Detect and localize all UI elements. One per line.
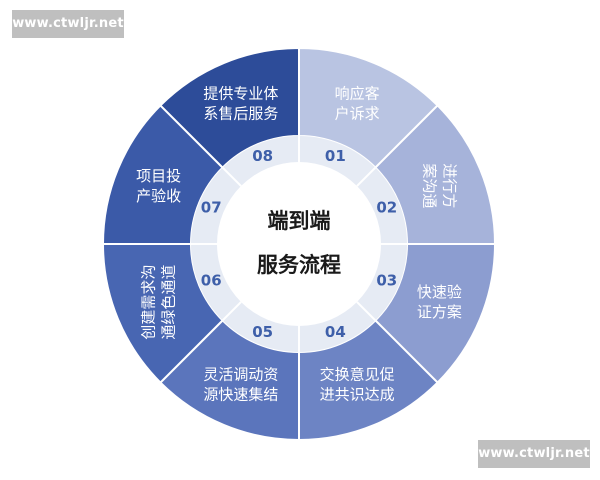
- step-label-line: 项目投: [136, 167, 181, 185]
- step-label-line: 产验收: [136, 187, 181, 205]
- inner-separator: [356, 166, 377, 187]
- step-label-line: 案沟通: [420, 163, 438, 208]
- center-title-line1: 端到端: [268, 209, 331, 233]
- step-number-07: 07: [201, 199, 222, 217]
- step-label-line: 提供专业体: [203, 85, 278, 103]
- step-label-line: 源快速集结: [203, 385, 278, 403]
- step-label-line: 快速验: [417, 283, 462, 301]
- step-number-01: 01: [325, 147, 346, 165]
- inner-ring-separators: [191, 136, 407, 352]
- center-title-line2: 服务流程: [257, 253, 341, 277]
- step-labels: 响应客户诉求进行方案沟通快速验证方案交换意见促进共识达成灵活调动资源快速集结创建…: [136, 85, 462, 404]
- step-label-line: 进行方: [440, 163, 458, 208]
- step-number-08: 08: [252, 147, 273, 165]
- step-number-02: 02: [376, 199, 397, 217]
- center-disc: [217, 162, 381, 326]
- step-label-line: 进共识达成: [320, 385, 395, 403]
- segment-08: [158, 46, 300, 170]
- step-label-line: 户诉求: [335, 105, 380, 123]
- inner-separator: [221, 166, 242, 187]
- step-label-line: 响应客: [335, 85, 380, 103]
- step-label-line: 灵活调动资: [203, 365, 278, 383]
- step-label-line: 通绿色通道: [160, 265, 178, 340]
- inner-separator: [221, 301, 242, 322]
- step-number-03: 03: [376, 271, 397, 289]
- watermark-bottom: www.ctwljr.net: [478, 440, 590, 468]
- inner-separator: [356, 301, 377, 322]
- step-label-line: 创建需求沟: [140, 265, 158, 340]
- step-numbers: 01 02 03 04 05 06 07 08: [201, 147, 397, 341]
- step-number-05: 05: [252, 323, 273, 341]
- outer-ring: [101, 46, 497, 442]
- step-label-line: 系售后服务: [203, 105, 278, 123]
- step-number-04: 04: [325, 323, 346, 341]
- step-label-line: 交换意见促: [320, 365, 395, 383]
- step-label-06: 创建需求沟通绿色通道: [140, 265, 178, 340]
- watermark-top: www.ctwljr.net: [12, 10, 124, 38]
- step-label-line: 证方案: [417, 303, 462, 321]
- step-number-06: 06: [201, 271, 222, 289]
